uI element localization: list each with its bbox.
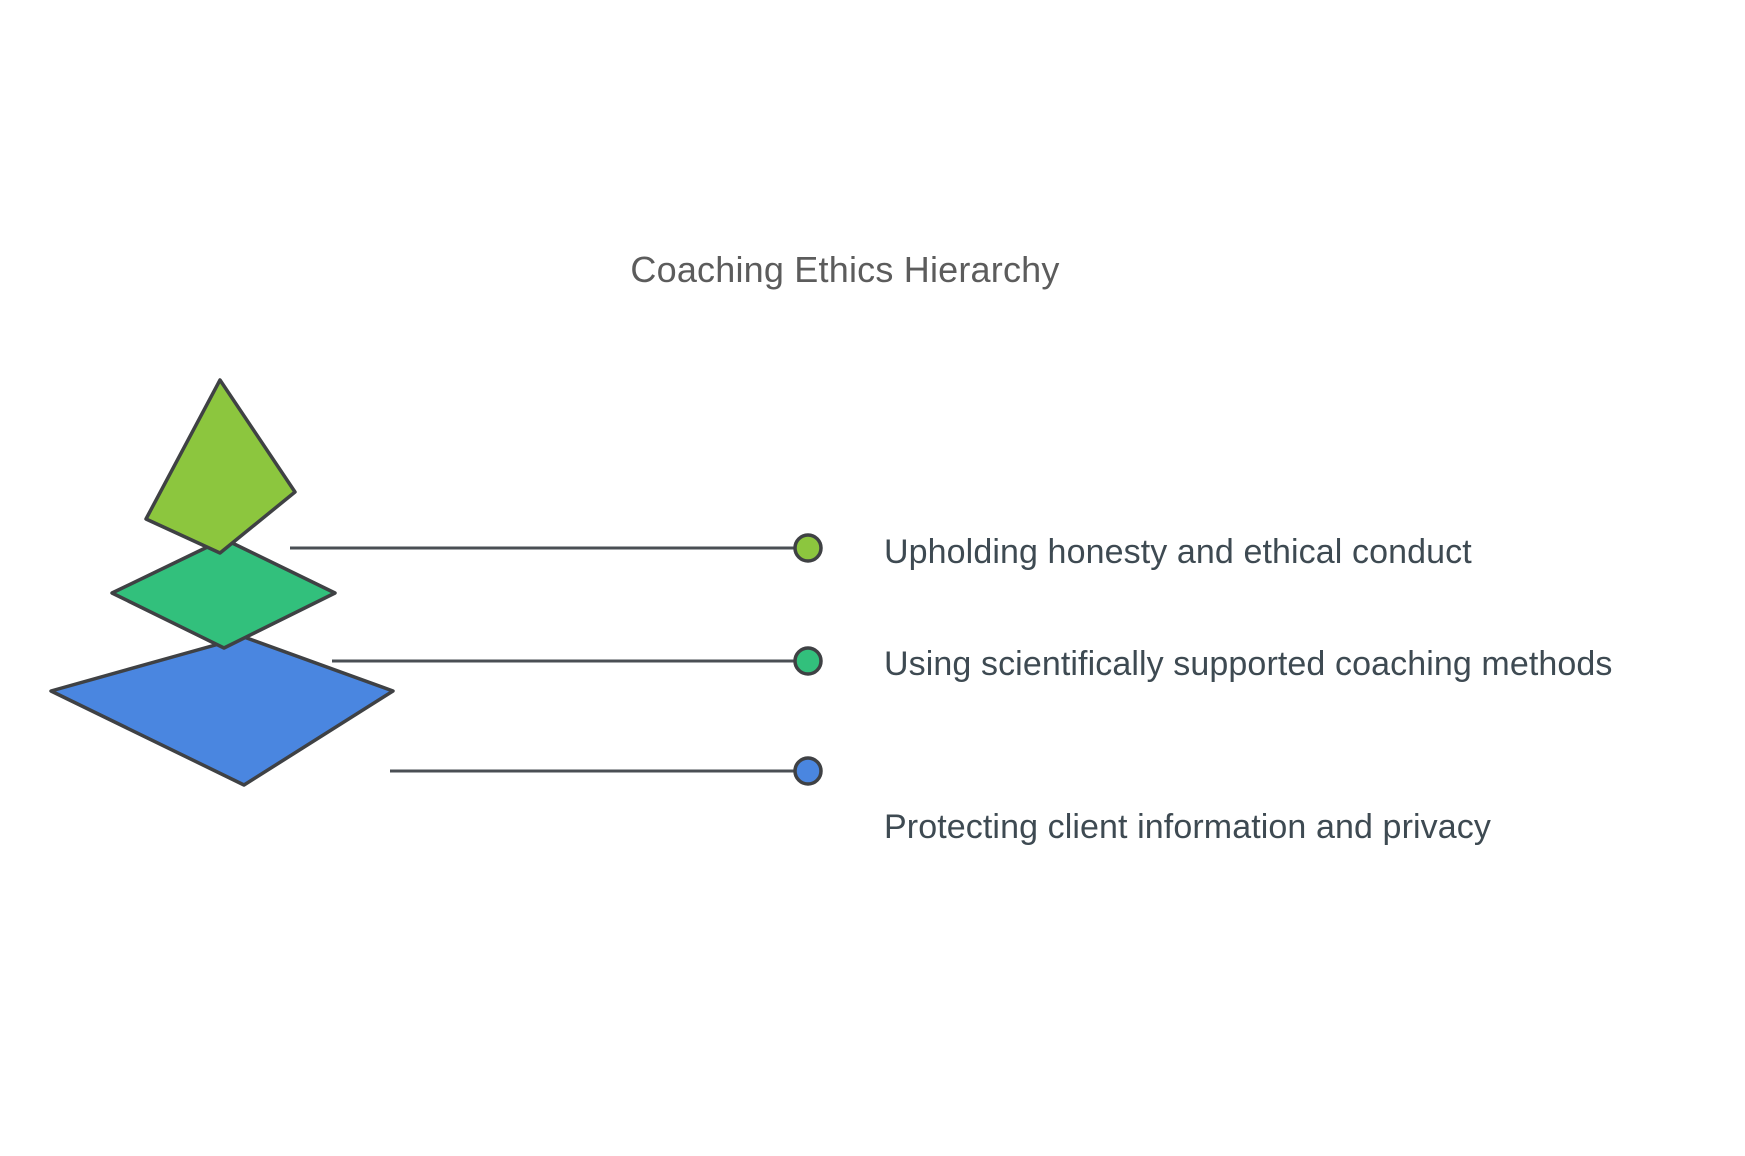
marker-dot-middle[interactable]	[793, 646, 823, 676]
page-title: Coaching Ethics Hierarchy	[630, 249, 1060, 290]
pyramid-level-top[interactable]	[144, 378, 297, 555]
marker-dot-bottom[interactable]	[793, 756, 823, 786]
level-label-middle: Using scientifically supported coaching …	[884, 645, 1613, 683]
pyramid-level-middle[interactable]	[110, 537, 337, 650]
level-label-top: Upholding honesty and ethical conduct	[884, 533, 1472, 571]
marker-dot-top[interactable]	[793, 533, 823, 563]
level-label-bottom: Protecting client information and privac…	[884, 808, 1491, 846]
pyramid-level-bottom[interactable]	[49, 635, 395, 787]
